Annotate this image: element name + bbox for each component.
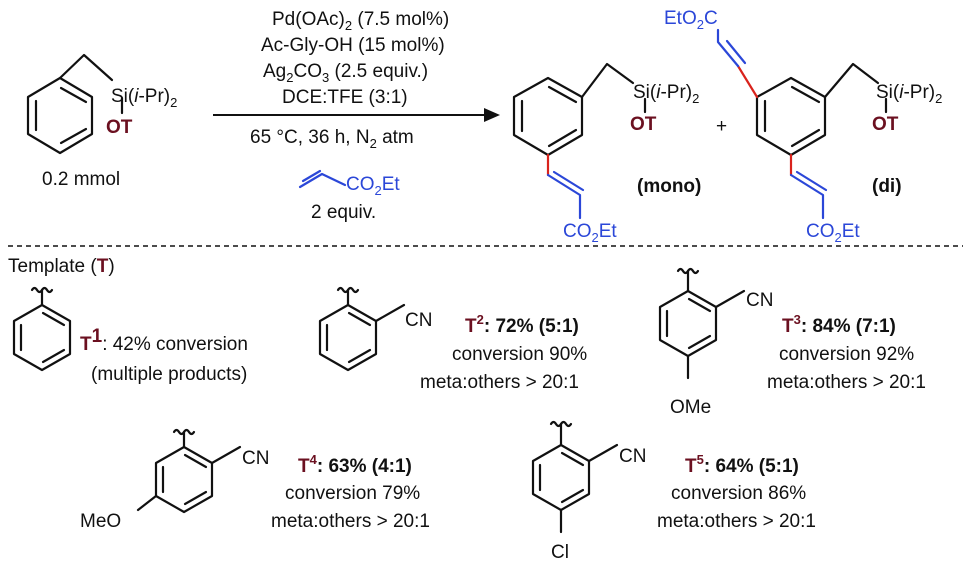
template-t4-selectivity: meta:others > 20:1 xyxy=(271,511,430,532)
template-t3-structure xyxy=(658,267,746,380)
di-product-structure xyxy=(716,28,888,220)
substrate-amount: 0.2 mmol xyxy=(42,169,120,190)
condition-ligand: Ac-Gly-OH (15 mol%) xyxy=(261,35,445,56)
template-t4-meo: MeO xyxy=(80,511,121,532)
mono-product-structure xyxy=(512,62,647,220)
reaction-arrow xyxy=(213,108,500,122)
template-t3-cn: CN xyxy=(746,290,773,311)
di-si-label: Si(i-Pr)2 xyxy=(876,82,942,106)
template-t5-cl: Cl xyxy=(551,542,569,563)
mono-ot-label: OT xyxy=(630,114,657,135)
substrate-si-label: Si(i-Pr)2 xyxy=(111,86,177,110)
template-t1-yield: T1: 42% conversion xyxy=(80,326,248,355)
template-t3-selectivity: meta:others > 20:1 xyxy=(767,372,926,393)
template-t3-ome: OMe xyxy=(670,397,711,418)
template-t5-selectivity: meta:others > 20:1 xyxy=(657,511,816,532)
template-t2-selectivity: meta:others > 20:1 xyxy=(420,372,579,393)
condition-temperature: 65 °C, 36 h, N2 atm xyxy=(250,127,414,151)
template-t2-structure xyxy=(318,286,406,372)
substrate-structure xyxy=(26,53,124,155)
di-ester-label: CO2Et xyxy=(806,221,860,245)
template-t2-conversion: conversion 90% xyxy=(452,344,587,365)
template-t4-yield: T4: 63% (4:1) xyxy=(298,452,412,477)
ethyl-acrylate-structure xyxy=(298,169,347,189)
template-heading: Template (T) xyxy=(8,256,115,277)
substrate-ot-label: OT xyxy=(106,117,133,138)
template-t4-conversion: conversion 79% xyxy=(285,483,420,504)
mono-si-label: Si(i-Pr)2 xyxy=(633,82,699,106)
template-t2-cn: CN xyxy=(405,310,432,331)
template-t5-structure xyxy=(531,420,619,534)
condition-solvent: DCE:TFE (3:1) xyxy=(282,87,408,108)
template-t4-structure xyxy=(136,428,242,514)
template-t3-yield: T3: 84% (7:1) xyxy=(782,312,896,337)
plus-sign: + xyxy=(716,116,727,137)
template-t5-conversion: conversion 86% xyxy=(671,483,806,504)
di-eto2c-label: EtO2C xyxy=(664,8,718,32)
di-ot-label: OT xyxy=(872,114,899,135)
condition-oxidant: Ag2CO3 (2.5 equiv.) xyxy=(263,61,428,85)
reagent-equiv: 2 equiv. xyxy=(311,202,376,223)
template-t5-yield: T5: 64% (5:1) xyxy=(685,452,799,477)
mono-label: (mono) xyxy=(637,176,701,197)
template-t2-yield: T2: 72% (5:1) xyxy=(465,312,579,337)
condition-catalyst: Pd(OAc)2 (7.5 mol%) xyxy=(272,9,449,33)
template-t1-structure xyxy=(12,286,72,372)
mono-ester-label: CO2Et xyxy=(563,221,617,245)
reagent-co2et-label: CO2Et xyxy=(346,174,400,198)
template-t4-cn: CN xyxy=(242,448,269,469)
template-t1-note: (multiple products) xyxy=(91,364,247,385)
template-t3-conversion: conversion 92% xyxy=(779,344,914,365)
template-t5-cn: CN xyxy=(619,446,646,467)
di-label: (di) xyxy=(872,176,902,197)
